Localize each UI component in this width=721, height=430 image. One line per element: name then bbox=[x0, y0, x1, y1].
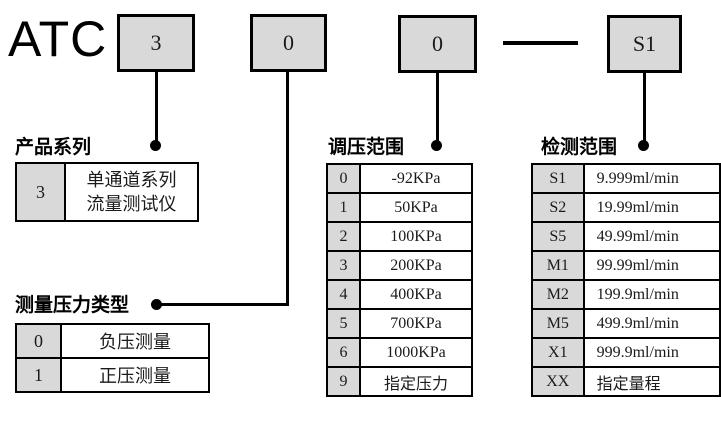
code-cell: 1 bbox=[326, 192, 361, 223]
product-series-table: 3 单通道系列 流量测试仪 bbox=[15, 162, 199, 222]
desc-cell: 19.99ml/min bbox=[582, 192, 721, 223]
table-row: M2 199.9ml/min bbox=[531, 279, 721, 310]
code-separator-dash bbox=[503, 41, 578, 45]
table-row: S2 19.99ml/min bbox=[531, 192, 721, 223]
table-row: S1 9.999ml/min bbox=[531, 163, 721, 194]
code-cell: 1 bbox=[15, 357, 62, 393]
table-row: XX 指定量程 bbox=[531, 366, 721, 397]
code-cell: M2 bbox=[531, 279, 585, 310]
code-cell: S2 bbox=[531, 192, 585, 223]
desc-cell: 199.9ml/min bbox=[582, 279, 721, 310]
table-row: 0 负压测量 bbox=[15, 323, 210, 359]
code-cell: X1 bbox=[531, 337, 585, 368]
table-row: 9 指定压力 bbox=[326, 366, 473, 397]
code-cell: 6 bbox=[326, 337, 361, 368]
detection-range-table: S1 9.999ml/min S2 19.99ml/min S5 49.99ml… bbox=[531, 163, 721, 397]
connector-line-product-series bbox=[155, 72, 158, 142]
code-box-product-series: 3 bbox=[117, 14, 195, 72]
section-title-pressure-type: 测量压力类型 bbox=[15, 295, 130, 316]
table-row: M5 499.9ml/min bbox=[531, 308, 721, 339]
desc-cell: 49.99ml/min bbox=[582, 221, 721, 252]
table-row: 6 1000KPa bbox=[326, 337, 473, 368]
code-cell: 5 bbox=[326, 308, 361, 339]
desc-cell: 200KPa bbox=[359, 250, 473, 281]
desc-cell: 499.9ml/min bbox=[582, 308, 721, 339]
pressure-type-table: 0 负压测量 1 正压测量 bbox=[15, 323, 210, 393]
desc-cell: 指定压力 bbox=[359, 366, 473, 397]
code-cell: 4 bbox=[326, 279, 361, 310]
code-box-pressure-range: 0 bbox=[398, 15, 477, 73]
table-row: 3 200KPa bbox=[326, 250, 473, 281]
connector-line-detection-range bbox=[643, 73, 646, 142]
code-box-pressure-type: 0 bbox=[250, 14, 327, 72]
table-row: 2 100KPa bbox=[326, 221, 473, 252]
code-cell: 3 bbox=[15, 162, 66, 222]
pressure-range-table: 0 -92KPa 1 50KPa 2 100KPa 3 200KPa 4 400… bbox=[326, 163, 473, 397]
desc-cell: 50KPa bbox=[359, 192, 473, 223]
table-row: 1 50KPa bbox=[326, 192, 473, 223]
connector-dot-pressure-type bbox=[151, 299, 162, 310]
desc-cell: 1000KPa bbox=[359, 337, 473, 368]
code-cell: 0 bbox=[326, 163, 361, 194]
model-prefix: ATC bbox=[8, 11, 108, 67]
code-cell: S5 bbox=[531, 221, 585, 252]
desc-cell: 9.999ml/min bbox=[582, 163, 721, 194]
code-cell: XX bbox=[531, 366, 585, 397]
table-row: X1 999.9ml/min bbox=[531, 337, 721, 368]
code-cell: 0 bbox=[15, 323, 62, 359]
connector-dot-product-series bbox=[150, 140, 161, 151]
table-row: 4 400KPa bbox=[326, 279, 473, 310]
table-row: 5 700KPa bbox=[326, 308, 473, 339]
desc-cell: 999.9ml/min bbox=[582, 337, 721, 368]
connector-dot-pressure-range bbox=[431, 140, 442, 151]
desc-cell: 400KPa bbox=[359, 279, 473, 310]
desc-cell: 单通道系列 流量测试仪 bbox=[64, 162, 199, 222]
table-row: 1 正压测量 bbox=[15, 357, 210, 393]
code-cell: M1 bbox=[531, 250, 585, 281]
code-cell: 9 bbox=[326, 366, 361, 397]
connector-line-pressure-type-horizontal bbox=[158, 303, 289, 306]
section-title-product-series: 产品系列 bbox=[15, 137, 92, 158]
desc-cell: 指定量程 bbox=[582, 366, 721, 397]
code-cell: 2 bbox=[326, 221, 361, 252]
table-row: 3 单通道系列 流量测试仪 bbox=[15, 162, 199, 222]
section-title-detection-range: 检测范围 bbox=[541, 137, 618, 158]
desc-cell: 正压测量 bbox=[60, 357, 210, 393]
code-cell: S1 bbox=[531, 163, 585, 194]
desc-cell: 100KPa bbox=[359, 221, 473, 252]
table-row: 0 -92KPa bbox=[326, 163, 473, 194]
desc-cell: -92KPa bbox=[359, 163, 473, 194]
connector-line-pressure-range bbox=[436, 73, 439, 142]
desc-cell: 负压测量 bbox=[60, 323, 210, 359]
connector-line-pressure-type-vertical bbox=[286, 72, 289, 306]
table-row: M1 99.99ml/min bbox=[531, 250, 721, 281]
desc-cell: 700KPa bbox=[359, 308, 473, 339]
connector-dot-detection-range bbox=[638, 140, 649, 151]
code-box-detection-range: S1 bbox=[607, 15, 682, 73]
code-cell: M5 bbox=[531, 308, 585, 339]
code-cell: 3 bbox=[326, 250, 361, 281]
section-title-pressure-range: 调压范围 bbox=[328, 137, 405, 158]
desc-cell: 99.99ml/min bbox=[582, 250, 721, 281]
table-row: S5 49.99ml/min bbox=[531, 221, 721, 252]
